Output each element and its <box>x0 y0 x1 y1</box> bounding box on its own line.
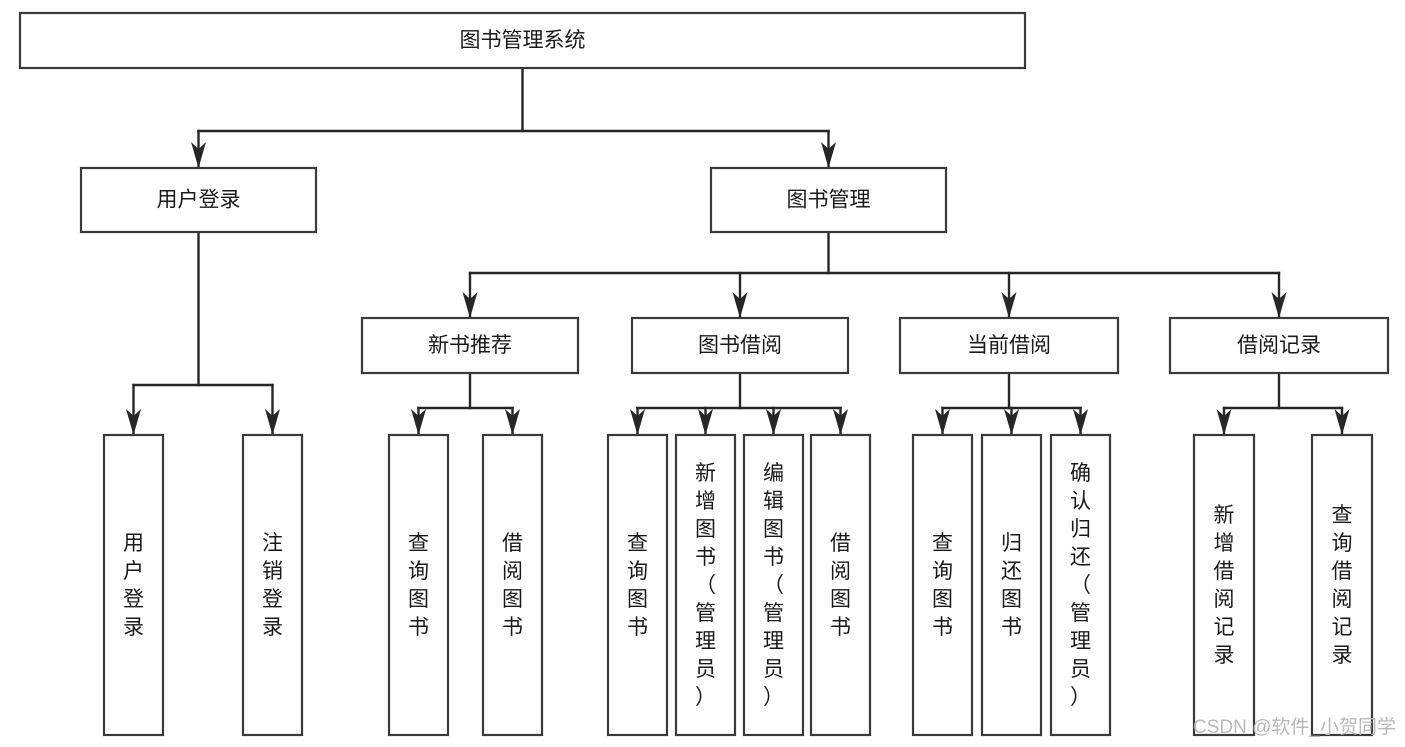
node-box-leaf-user-login <box>102 433 165 737</box>
node-box-leaf-add-book <box>674 433 737 737</box>
node-leaf-edit-book[interactable]: 编辑图书（管理员） <box>742 433 805 737</box>
nodes-layer: 图书管理系统用户登录图书管理新书推荐图书借阅当前借阅借阅记录用户登录注销登录查询… <box>18 11 1390 737</box>
node-box-root <box>18 11 1027 70</box>
node-label-leaf-add-borrow-record: 新增借阅记录 <box>1214 504 1235 667</box>
node-label-current-borrow: 当前借阅 <box>967 334 1051 357</box>
node-label-leaf-query-book-1: 查询图书 <box>408 532 429 639</box>
node-box-leaf-logout <box>241 433 304 737</box>
node-box-leaf-confirm-return <box>1049 433 1112 737</box>
node-label-leaf-return-book: 归还图书 <box>1001 532 1022 639</box>
arrow-head <box>1001 292 1017 318</box>
node-box-leaf-borrow-book-2 <box>809 433 872 737</box>
node-box-leaf-return-book <box>980 433 1043 737</box>
edge-group-user-login <box>126 230 280 436</box>
node-root[interactable]: 图书管理系统 <box>18 11 1027 70</box>
arrow-head <box>833 409 848 435</box>
node-leaf-add-book[interactable]: 新增图书（管理员） <box>674 433 737 737</box>
node-label-leaf-query-book-2: 查询图书 <box>627 532 648 639</box>
arrow-head <box>1004 409 1019 435</box>
node-box-book-management <box>709 166 948 234</box>
node-leaf-confirm-return[interactable]: 确认归还（管理员） <box>1049 433 1112 737</box>
edge-group-book-borrow <box>630 371 848 436</box>
node-leaf-query-borrow-record[interactable]: 查询借阅记录 <box>1310 433 1374 737</box>
node-label-leaf-logout: 注销登录 <box>262 532 283 639</box>
node-box-leaf-add-borrow-record <box>1192 433 1256 737</box>
arrow-head <box>411 409 426 435</box>
arrow-head <box>126 409 141 435</box>
arrow-head <box>191 142 206 168</box>
node-label-leaf-query-book-3: 查询图书 <box>932 532 953 639</box>
node-label-borrow-record: 借阅记录 <box>1237 334 1321 357</box>
node-box-book-borrow <box>630 316 850 375</box>
edge-group-root <box>191 66 836 169</box>
node-leaf-logout[interactable]: 注销登录 <box>241 433 304 737</box>
edge-group-current-borrow <box>935 371 1088 436</box>
edge-group-new-book-recommend <box>411 371 520 436</box>
arrow-head <box>505 409 520 435</box>
node-label-book-borrow: 图书借阅 <box>698 334 782 357</box>
node-label-leaf-borrow-book-1: 借阅图书 <box>502 532 523 639</box>
node-leaf-return-book[interactable]: 归还图书 <box>980 433 1043 737</box>
node-label-leaf-confirm-return: 确认归还（管理员） <box>1070 462 1091 709</box>
node-box-new-book-recommend <box>360 316 580 375</box>
node-current-borrow[interactable]: 当前借阅 <box>898 316 1120 375</box>
arrow-head <box>698 409 713 435</box>
node-label-leaf-edit-book: 编辑图书（管理员） <box>763 462 784 709</box>
arrow-head <box>1216 409 1232 435</box>
arrow-head <box>265 409 280 435</box>
edges-layer <box>126 66 1350 436</box>
node-leaf-add-borrow-record[interactable]: 新增借阅记录 <box>1192 433 1256 737</box>
edge-group-borrow-record <box>1216 371 1350 436</box>
node-label-leaf-query-borrow-record: 查询借阅记录 <box>1332 504 1353 667</box>
node-label-leaf-add-book: 新增图书（管理员） <box>695 462 716 709</box>
node-leaf-query-book-2[interactable]: 查询图书 <box>606 433 669 737</box>
node-label-root: 图书管理系统 <box>460 29 586 52</box>
node-box-borrow-record <box>1168 316 1390 375</box>
node-book-borrow[interactable]: 图书借阅 <box>630 316 850 375</box>
node-leaf-query-book-1[interactable]: 查询图书 <box>387 433 450 737</box>
node-leaf-user-login[interactable]: 用户登录 <box>102 433 165 737</box>
node-box-leaf-query-borrow-record <box>1310 433 1374 737</box>
node-label-new-book-recommend: 新书推荐 <box>428 334 512 357</box>
node-new-book-recommend[interactable]: 新书推荐 <box>360 316 580 375</box>
node-label-user-login: 用户登录 <box>157 189 241 212</box>
csdn-watermark: CSDN @软件_小贺同学 <box>1193 716 1396 738</box>
node-leaf-query-book-3[interactable]: 查询图书 <box>911 433 974 737</box>
arrow-head <box>935 409 950 435</box>
node-label-book-management: 图书管理 <box>787 189 871 212</box>
arrow-head <box>1073 409 1088 435</box>
node-box-leaf-query-book-2 <box>606 433 669 737</box>
arrow-head <box>732 292 748 318</box>
arrow-head <box>462 292 478 318</box>
node-label-leaf-borrow-book-2: 借阅图书 <box>830 532 851 639</box>
edge-group-book-management <box>462 230 1287 319</box>
node-leaf-borrow-book-2[interactable]: 借阅图书 <box>809 433 872 737</box>
arrow-head <box>1271 292 1287 318</box>
node-borrow-record[interactable]: 借阅记录 <box>1168 316 1390 375</box>
arrow-head <box>1334 409 1350 435</box>
arrow-head <box>821 142 836 168</box>
node-leaf-borrow-book-1[interactable]: 借阅图书 <box>481 433 544 737</box>
arrow-head <box>766 409 781 435</box>
node-box-leaf-edit-book <box>742 433 805 737</box>
node-box-current-borrow <box>898 316 1120 375</box>
node-box-leaf-query-book-3 <box>911 433 974 737</box>
node-box-leaf-query-book-1 <box>387 433 450 737</box>
node-box-leaf-borrow-book-1 <box>481 433 544 737</box>
node-book-management[interactable]: 图书管理 <box>709 166 948 234</box>
node-box-user-login <box>79 166 318 234</box>
arrow-head <box>630 409 645 435</box>
node-label-leaf-user-login: 用户登录 <box>123 532 144 639</box>
node-user-login[interactable]: 用户登录 <box>79 166 318 234</box>
